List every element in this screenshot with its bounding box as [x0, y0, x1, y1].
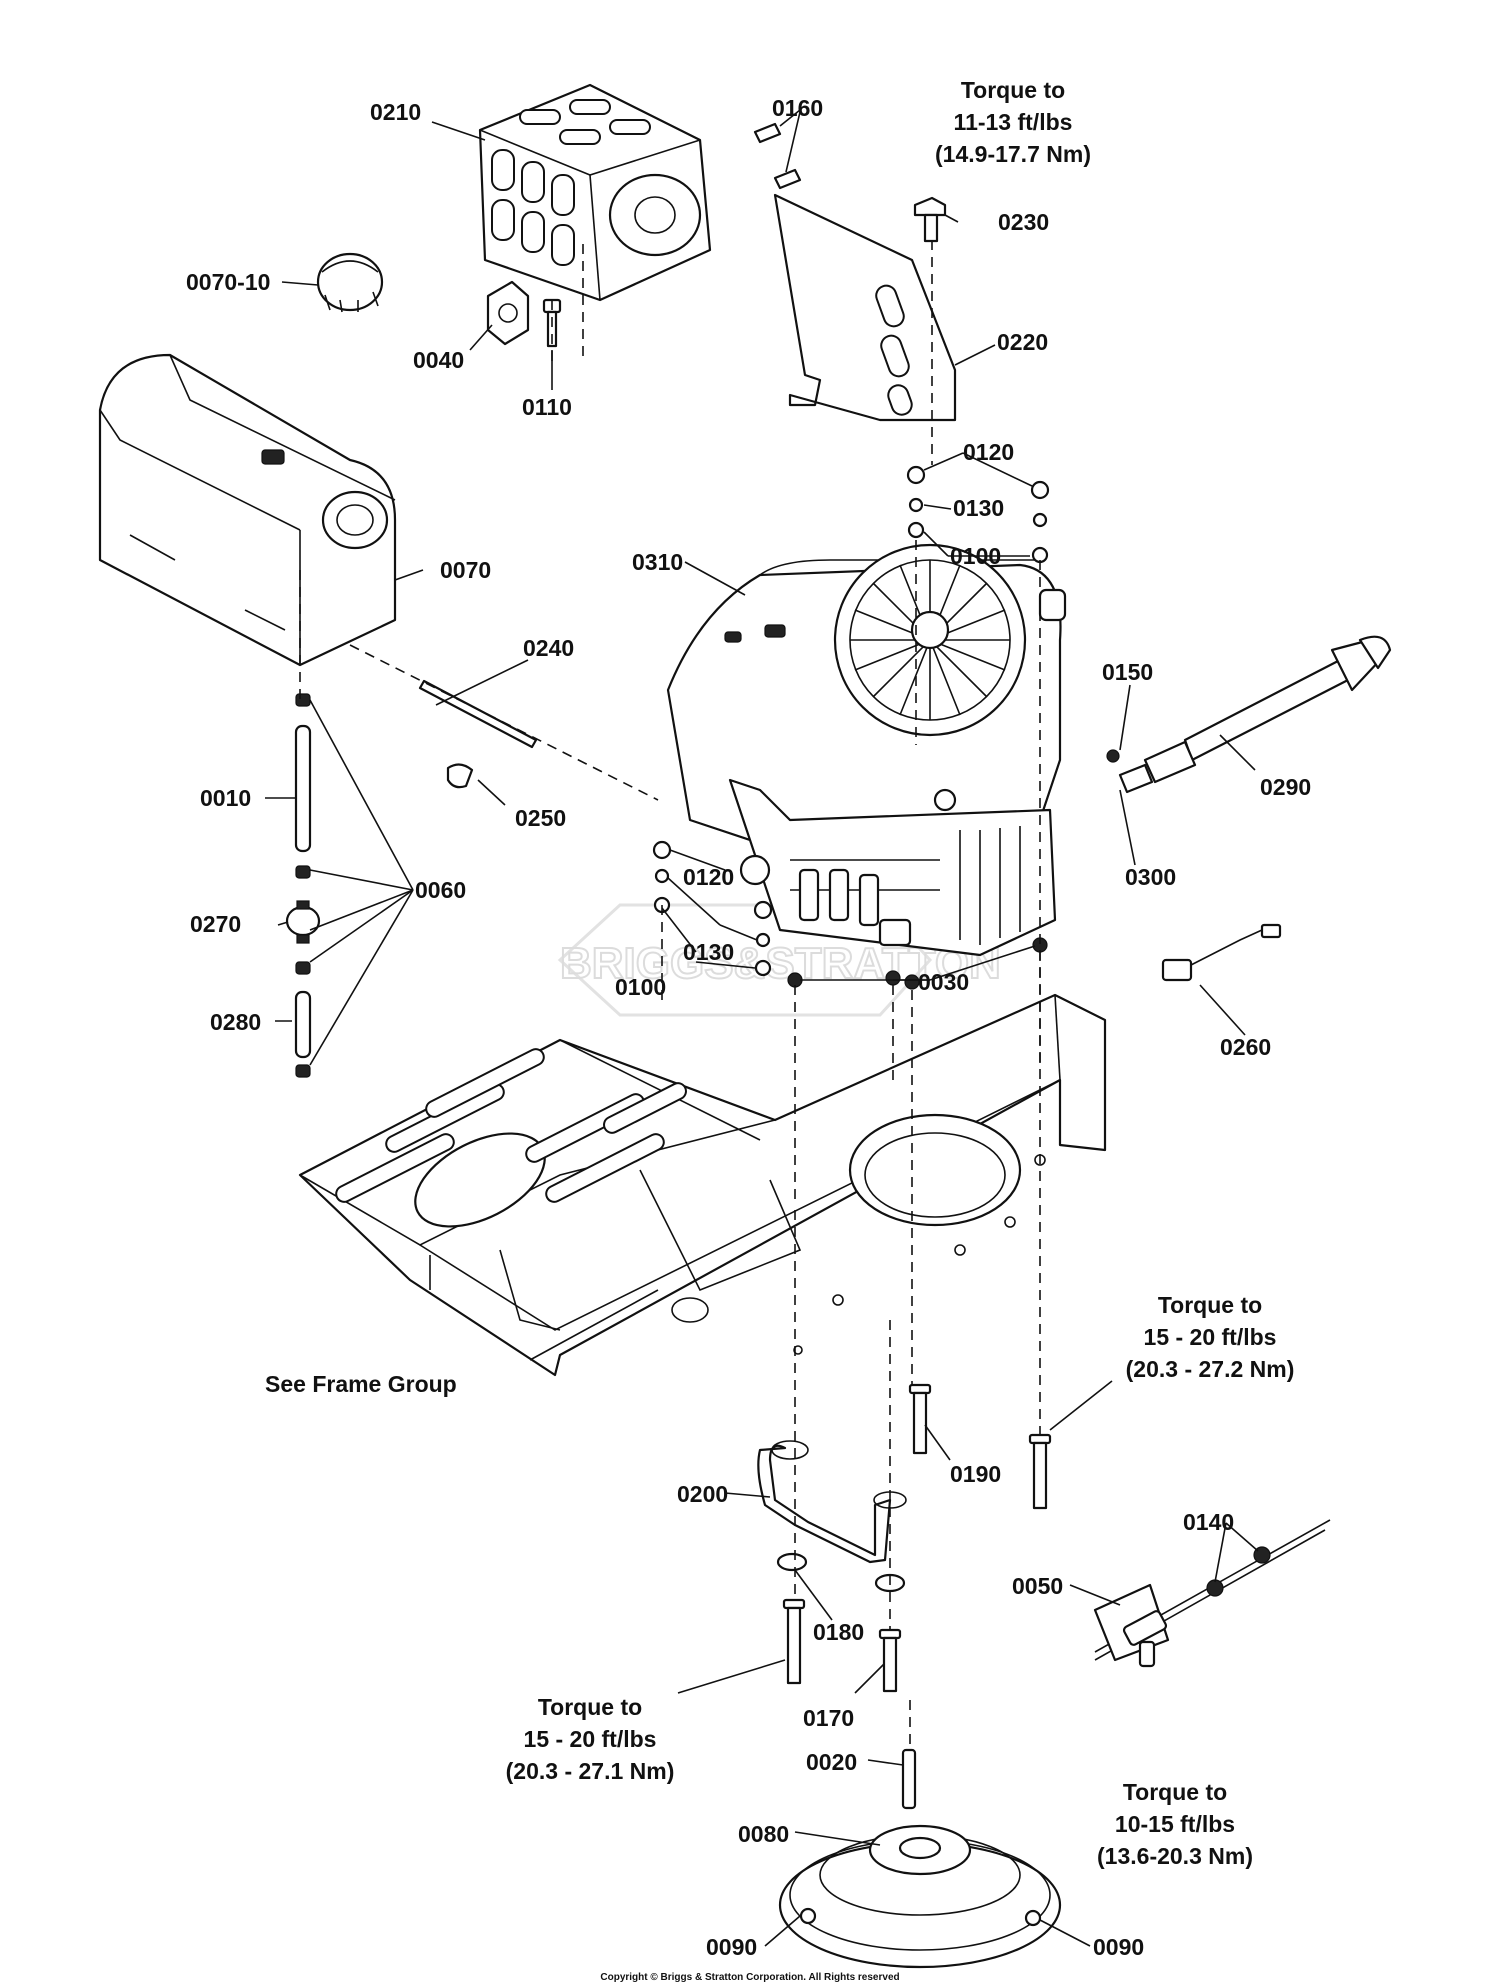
- label-0110: 0110: [522, 394, 572, 420]
- label-0290: 0290: [1260, 774, 1311, 800]
- label-0090-left: 0090: [706, 1934, 757, 1960]
- svg-text:(13.6-20.3 Nm): (13.6-20.3 Nm): [1097, 1843, 1253, 1869]
- rod-bolts: [782, 1598, 902, 1693]
- svg-text:Torque to: Torque to: [1123, 1779, 1227, 1805]
- label-0270: 0270: [190, 911, 241, 937]
- copyright-notice: Copyright © Briggs & Stratton Corporatio…: [600, 1972, 899, 1983]
- torque-note-top: Torque to 11-13 ft/lbs (14.9-17.7 Nm): [935, 77, 1091, 167]
- set-screws: [799, 1907, 1042, 1927]
- leader-lines: [265, 109, 1259, 1947]
- torque-note-right: Torque to 15 - 20 ft/lbs (20.3 - 27.2 Nm…: [1126, 1292, 1295, 1382]
- fuel-line-parts: [285, 693, 321, 1078]
- svg-text:15 - 20 ft/lbs: 15 - 20 ft/lbs: [1144, 1324, 1277, 1350]
- label-0240: 0240: [523, 635, 574, 661]
- label-0120-bottom: 0120: [683, 864, 734, 890]
- torque-note-bottom-right: Torque to 10-15 ft/lbs (13.6-20.3 Nm): [1097, 1779, 1253, 1869]
- label-0020: 0020: [806, 1749, 857, 1775]
- label-0060: 0060: [415, 877, 466, 903]
- frame: [298, 993, 1107, 1377]
- pulley: [778, 1824, 1062, 1969]
- heat-shield: [773, 193, 957, 422]
- label-0280: 0280: [210, 1009, 261, 1035]
- label-0170: 0170: [803, 1705, 854, 1731]
- label-0180: 0180: [813, 1619, 864, 1645]
- svg-text:(14.9-17.7 Nm): (14.9-17.7 Nm): [935, 141, 1091, 167]
- guard-screws: [753, 122, 802, 190]
- svg-text:(20.3 - 27.2 Nm): (20.3 - 27.2 Nm): [1126, 1356, 1295, 1382]
- label-0140: 0140: [1183, 1509, 1234, 1535]
- wire-connector: [1161, 923, 1282, 982]
- part-labels: 0210 0160 0230 0220 0070-10 0040 0110 00…: [186, 95, 1311, 1960]
- pulley-key: [901, 1748, 917, 1810]
- label-0160: 0160: [772, 95, 823, 121]
- torque-note-bottom-left: Torque to 15 - 20 ft/lbs (20.3 - 27.1 Nm…: [506, 1694, 675, 1784]
- oil-fill-tube: [1106, 635, 1392, 794]
- alignment-lines: [299, 240, 1041, 1750]
- label-0210: 0210: [370, 99, 421, 125]
- svg-text:(20.3 - 27.1 Nm): (20.3 - 27.1 Nm): [506, 1758, 675, 1784]
- label-0070: 0070: [440, 557, 491, 583]
- throttle-cable: [1093, 1519, 1331, 1668]
- label-0300: 0300: [1125, 864, 1176, 890]
- svg-text:15 - 20 ft/lbs: 15 - 20 ft/lbs: [524, 1726, 657, 1752]
- label-0200: 0200: [677, 1481, 728, 1507]
- label-0120-top: 0120: [963, 439, 1014, 465]
- control-rod: [757, 1440, 907, 1564]
- label-0010: 0010: [200, 785, 251, 811]
- label-0030: 0030: [918, 969, 969, 995]
- label-0130-top: 0130: [953, 495, 1004, 521]
- label-see-frame-group: See Frame Group: [265, 1371, 457, 1397]
- frame-bolts: [908, 1383, 1052, 1510]
- label-0130-bottom: 0130: [683, 939, 734, 965]
- svg-text:Torque to: Torque to: [961, 77, 1065, 103]
- label-0100-bottom: 0100: [615, 974, 666, 1000]
- fuel-line: [418, 679, 538, 749]
- muffler-guard: [478, 83, 712, 302]
- label-0190: 0190: [950, 1461, 1001, 1487]
- label-0150: 0150: [1102, 659, 1153, 685]
- label-0230: 0230: [998, 209, 1049, 235]
- svg-text:10-15 ft/lbs: 10-15 ft/lbs: [1115, 1811, 1235, 1837]
- shield-bolt: [913, 196, 947, 243]
- label-0260: 0260: [1220, 1034, 1271, 1060]
- svg-text:Torque to: Torque to: [538, 1694, 642, 1720]
- label-0070-10: 0070-10: [186, 269, 270, 295]
- label-0090-right: 0090: [1093, 1934, 1144, 1960]
- svg-text:11-13 ft/lbs: 11-13 ft/lbs: [954, 109, 1073, 135]
- label-0250: 0250: [515, 805, 566, 831]
- fuel-tank: [98, 353, 397, 667]
- label-0040: 0040: [413, 347, 464, 373]
- label-0080: 0080: [738, 1821, 789, 1847]
- svg-text:Torque to: Torque to: [1158, 1292, 1262, 1318]
- label-0050: 0050: [1012, 1573, 1063, 1599]
- label-0220: 0220: [997, 329, 1048, 355]
- label-0100-top: 0100: [950, 543, 1001, 569]
- hose-clip: [446, 763, 474, 789]
- fuel-cap: [316, 252, 384, 313]
- exhaust-gasket: [486, 280, 530, 346]
- engine: [666, 543, 1067, 957]
- label-0310: 0310: [632, 549, 683, 575]
